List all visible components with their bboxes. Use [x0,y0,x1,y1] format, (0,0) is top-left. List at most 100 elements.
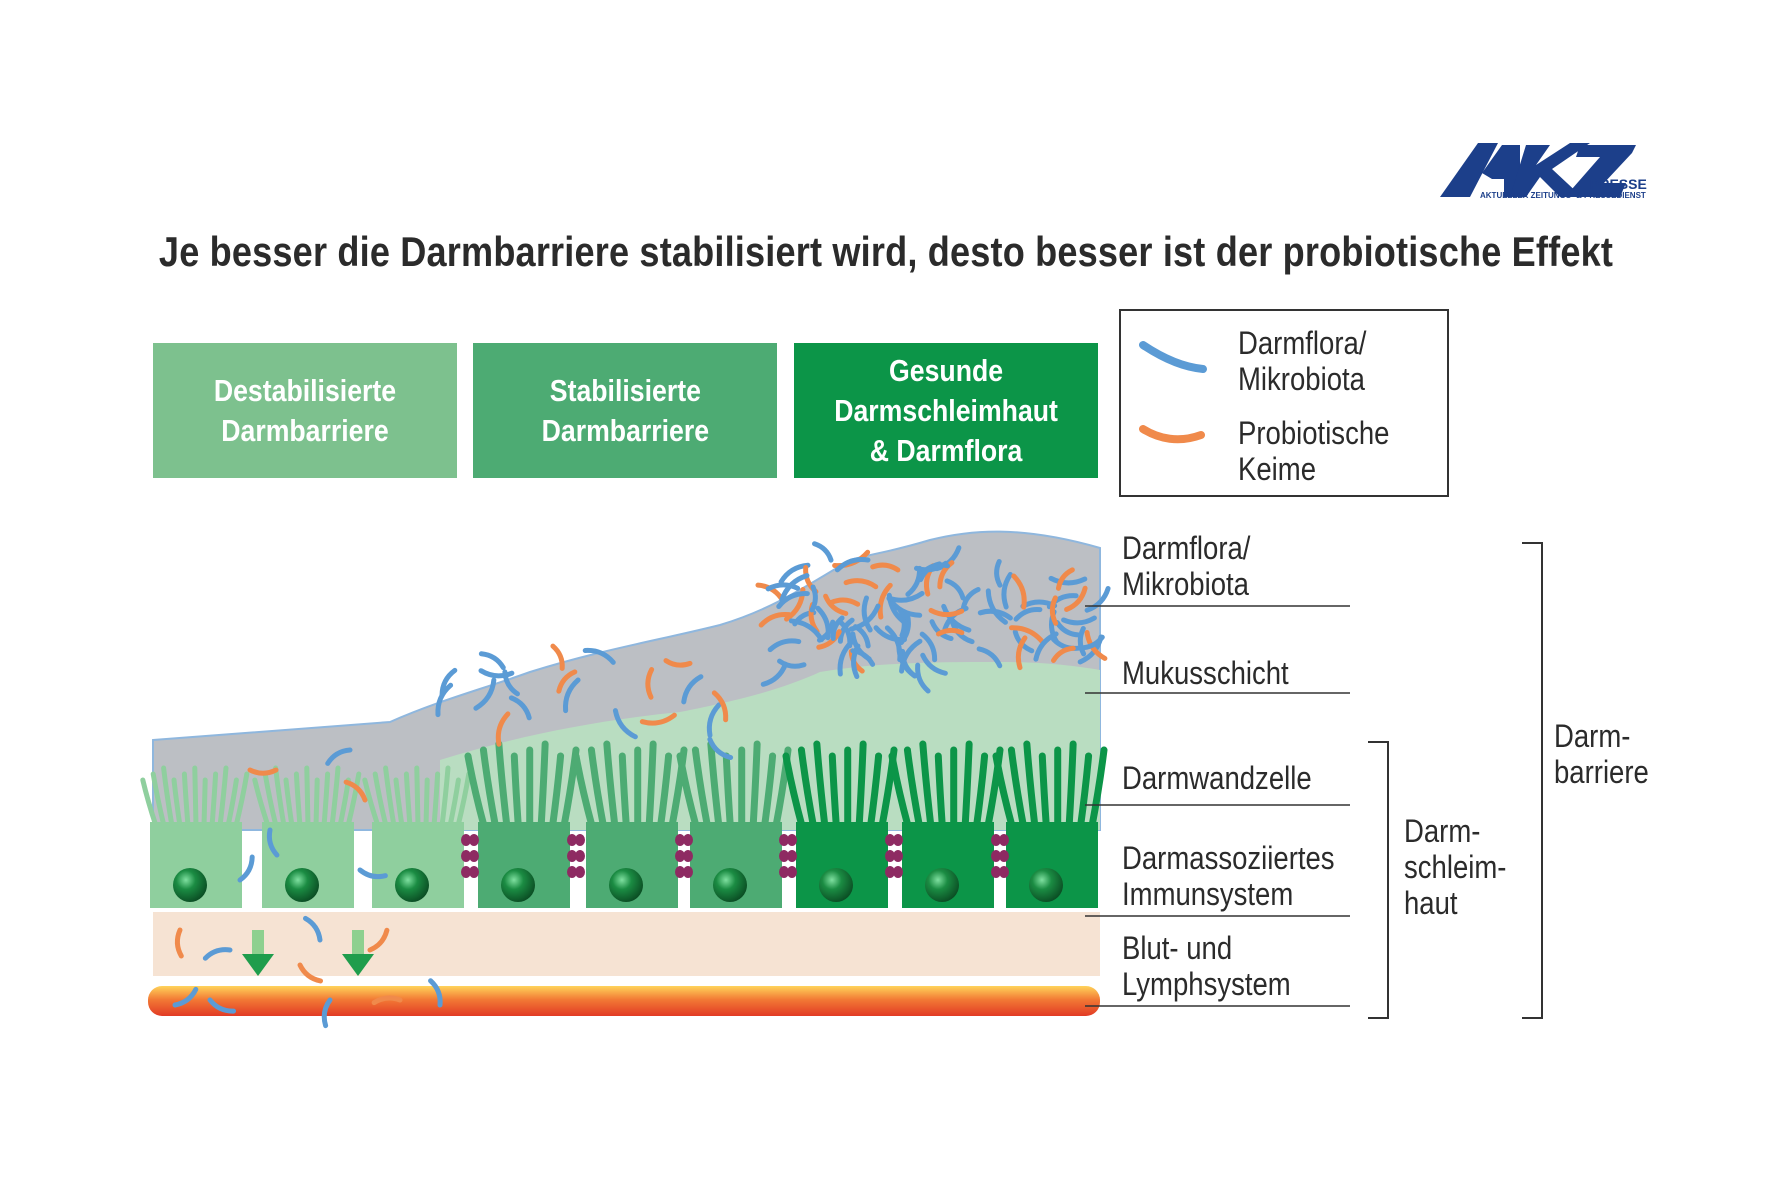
tight-junction [999,850,1009,862]
bacterium [473,677,497,711]
microvillus [618,752,630,830]
stage-destabilized-label: Destabilisierte Darmbarriere [213,372,397,448]
bacterium [321,997,333,1029]
cell-nucleus [285,868,319,902]
tight-junction [461,866,471,878]
tight-junction [575,850,585,862]
tight-junction [999,834,1009,846]
tight-junction [567,850,577,862]
microvillus [321,771,331,829]
bacterium [172,986,199,1008]
logo-subtitle: AKTUELLER ZEITUNGS- & PRESSEDIENST [1480,191,1646,200]
cell-nucleus [713,868,747,902]
tight-junctions [461,834,1009,878]
bacterium [848,603,881,632]
microvillus [961,740,973,830]
microvillus [1007,746,1027,830]
microvillus [603,740,619,830]
microvillus [217,765,229,829]
bacterium [920,652,948,676]
bacterium [843,578,879,590]
cell-nucleus [395,868,429,902]
bacterium [1011,573,1027,610]
bacterium [816,629,842,650]
microvillus [691,746,711,830]
bacterium [905,565,923,597]
tight-junction [683,850,693,862]
label-barriere: Darm- barriere [1554,718,1649,790]
tight-junction [787,834,797,846]
label-microbiota: Darmflora/ Mikrobiota [1122,530,1251,602]
bacterium [202,947,233,961]
legend-probiotic-label: Probiotische Keime [1238,415,1390,487]
stage-destabilized: Destabilisierte Darmbarriere [153,343,457,478]
microvillus [262,771,279,829]
bacteria-group [172,541,1111,1029]
cell-nucleus [609,868,643,902]
bacterium [556,669,578,694]
tight-junction [779,866,789,878]
bacterium [977,608,1013,621]
bacterium [645,667,655,700]
microvillus [992,752,1016,830]
tight-junction [893,850,903,862]
microvillus [383,765,397,829]
bacterium [207,997,237,1014]
bacterium [1015,635,1028,671]
microvillus [225,777,239,829]
tight-junction [885,850,895,862]
label-blood: Blut- und Lymphsystem [1122,930,1291,1002]
microvillus [209,771,219,829]
bacterium [1061,615,1097,626]
tight-junction [675,866,685,878]
bacterium [435,682,454,718]
tight-junction [575,866,585,878]
bracket-schleimhaut [1368,741,1389,1019]
bacterium [502,669,520,697]
microvillus [150,771,167,829]
microvillus [587,746,607,830]
bracket-barriere [1522,542,1543,1019]
microvillus [252,777,271,829]
bacterium [899,638,923,674]
tight-junction [469,866,479,878]
microvillus [510,752,522,830]
bacterium [550,643,565,671]
bacterium [851,643,861,680]
tight-junction [567,866,577,878]
bacterium [976,646,1003,669]
bacterium [681,674,704,705]
tight-junction [469,834,479,846]
bacterium [1049,595,1059,626]
tight-junction [991,866,1001,878]
leak-arrow-head [342,954,374,976]
tight-junction [683,834,693,846]
microvillus [867,752,883,830]
bacterium [921,562,951,574]
bacterium [302,915,323,943]
tight-junction [893,866,903,878]
bacterium [478,668,515,679]
microvillus [919,740,935,830]
bacterium [830,615,845,642]
tight-junction [999,866,1009,878]
legend-probiotic-swatch [1139,425,1205,444]
microvillus [1088,746,1108,830]
bacterium [1048,575,1088,586]
bacterium [928,607,965,618]
legend-microbiota-label: Darmflora/ Mikrobiota [1238,325,1367,397]
bacterium [915,662,931,694]
microvillus [934,752,946,830]
stage-stabilized: Stabilisierte Darmbarriere [473,343,777,478]
tight-junction [575,834,585,846]
bacterium [174,927,184,959]
cell-nucleus [173,868,207,902]
legend-swatches [1139,341,1207,444]
epithelial-cell [888,740,1004,908]
microvillus [1065,740,1077,830]
microvillus [1023,740,1039,830]
label-schleimhaut: Darm- schleim- haut [1404,813,1507,921]
tight-junction [567,834,577,846]
leak-arrows [242,930,374,976]
